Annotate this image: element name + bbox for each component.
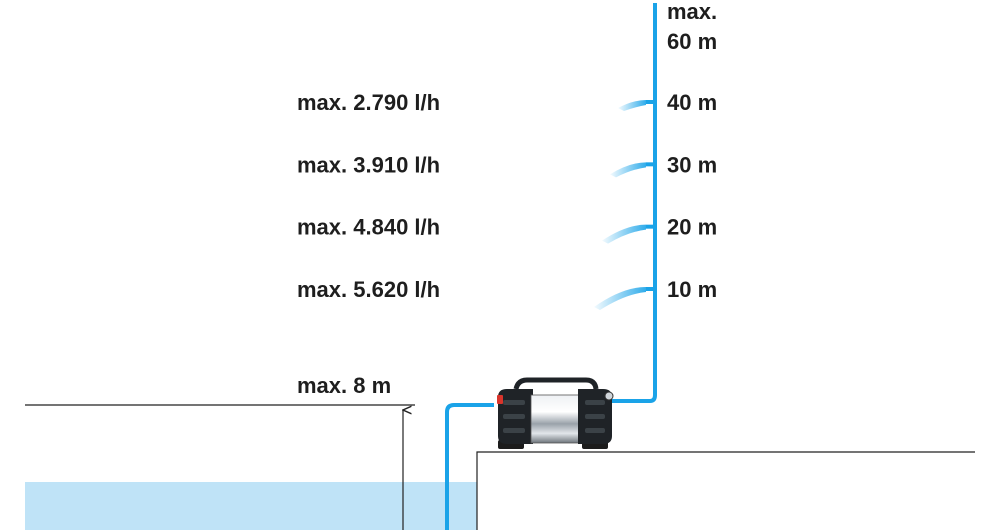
suction-height-label: max. 8 m xyxy=(297,373,391,398)
max-head-label-line2: 60 m xyxy=(667,29,717,54)
flow-rate-label: max. 3.910 l/h xyxy=(297,152,440,177)
flow-rate-label: max. 5.620 l/h xyxy=(297,277,440,302)
water-jet xyxy=(610,162,646,178)
flow-rate-label: max. 2.790 l/h xyxy=(297,90,440,115)
water-body xyxy=(25,482,477,530)
water-jet xyxy=(602,224,646,244)
head-height-label: 20 m xyxy=(667,215,717,240)
max-head-label-line1: max. xyxy=(667,0,717,24)
garden-pump-icon xyxy=(497,377,614,449)
head-height-label: 30 m xyxy=(667,152,717,177)
water-jets xyxy=(594,100,646,310)
suction-pipe xyxy=(445,403,494,530)
ground-platform xyxy=(476,451,975,530)
level-labels: 10 m max. 5.620 l/h 20 m max. 4.840 l/h 30 m… xyxy=(297,90,717,302)
water-jet xyxy=(594,287,646,310)
riser-pipe xyxy=(612,3,657,403)
head-height-label: 40 m xyxy=(667,90,717,115)
water-jet xyxy=(618,100,646,112)
riser-ticks xyxy=(646,100,655,291)
flow-rate-label: max. 4.840 l/h xyxy=(297,215,440,240)
head-height-label: 10 m xyxy=(667,277,717,302)
